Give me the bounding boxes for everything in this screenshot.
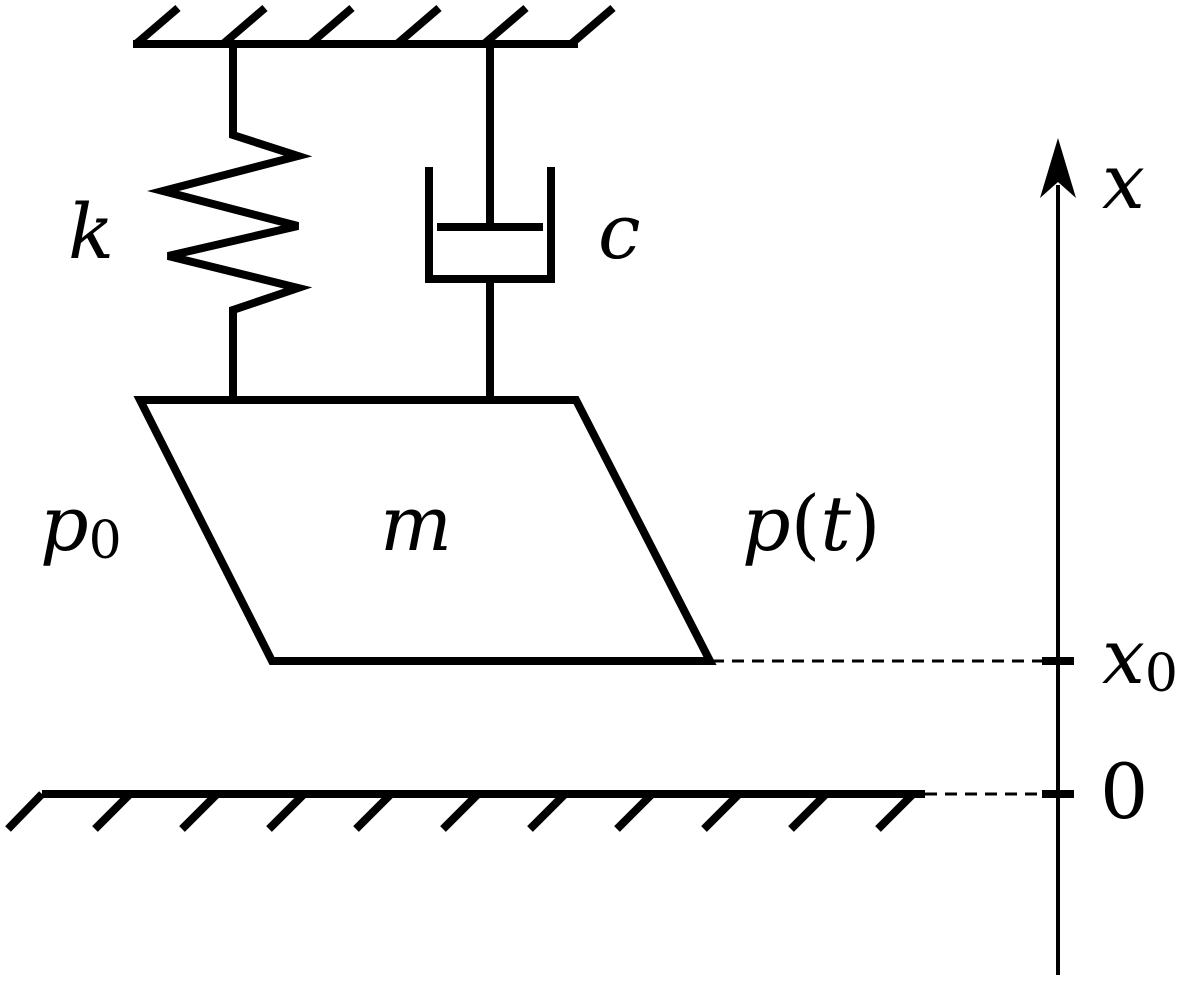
ceiling-support (133, 4, 616, 48)
damper (425, 44, 555, 400)
arrow-up-icon (1040, 138, 1076, 198)
spring-label: k (68, 187, 114, 276)
origin-label: 0 (1100, 747, 1148, 836)
x-axis (1040, 138, 1076, 975)
ceiling-hatching (133, 4, 616, 48)
equilibrium-label: x0 (1102, 612, 1178, 704)
mass-block (133, 396, 717, 665)
damper-label: c (598, 187, 641, 276)
ground-support (5, 790, 925, 832)
spring (147, 44, 313, 400)
ground-hatching (5, 791, 916, 832)
axis-label: x (1102, 137, 1145, 226)
dynamic-force-label: p(t) (742, 479, 881, 568)
static-force-label: p0 (40, 479, 122, 571)
mass-label: m (380, 479, 452, 568)
